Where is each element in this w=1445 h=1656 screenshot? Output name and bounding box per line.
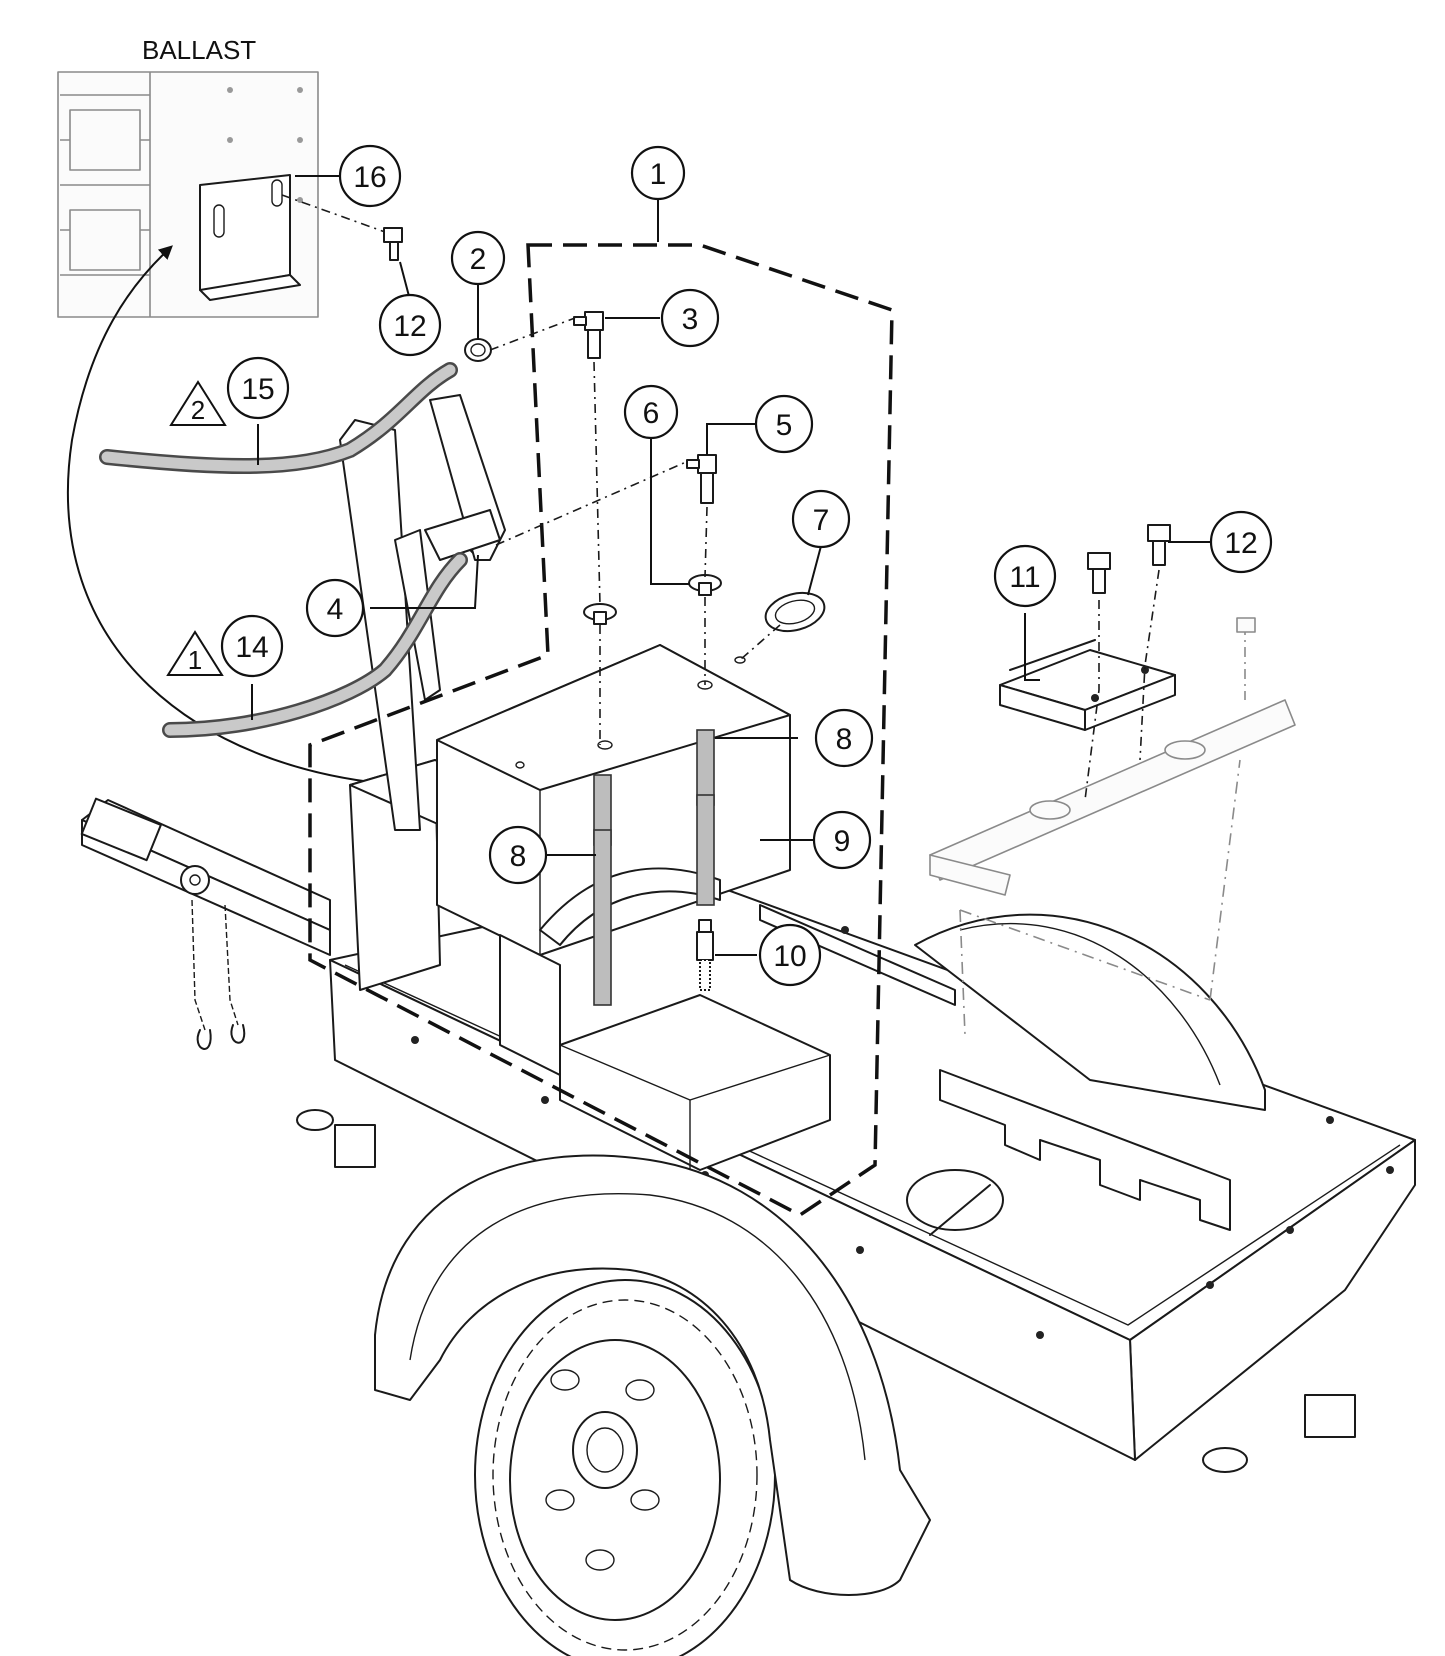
svg-text:15: 15 [241, 373, 274, 406]
rear-wheel [914, 913, 1266, 1111]
svg-text:14: 14 [235, 631, 268, 664]
bolt-parts-12 [1084, 524, 1171, 801]
assembly-leaders [489, 317, 781, 745]
callout-3: 3 [660, 288, 720, 348]
svg-text:16: 16 [353, 161, 386, 194]
callout-9: 9 [812, 810, 872, 870]
note-2-label: 2 [191, 395, 205, 425]
callout-10: 10 [758, 923, 822, 987]
fill-cap-part-7 [764, 591, 826, 633]
callout-2: 2 [450, 230, 506, 286]
trailer-tongue [80, 797, 331, 1050]
upright-stand [339, 394, 506, 831]
svg-text:4: 4 [327, 593, 344, 626]
hose-part-15 [99, 362, 458, 475]
mount-bracket-rail [939, 1069, 1231, 1231]
svg-text:2: 2 [470, 243, 487, 276]
bracket-part-16 [199, 174, 301, 301]
note-triangle-2: 2 [169, 380, 227, 426]
inset-title: BALLAST [142, 35, 256, 65]
svg-text:3: 3 [682, 303, 699, 336]
callout-4: 4 [305, 578, 365, 638]
kit-boundary-part-1 [308, 243, 894, 1218]
grommet-parts-6 [583, 574, 722, 625]
clamp-part-2 [464, 338, 492, 362]
svg-text:1: 1 [650, 158, 667, 191]
front-fender-wheel [374, 1154, 931, 1656]
callout-14: 14 [220, 614, 284, 678]
svg-text:8: 8 [836, 723, 853, 756]
callout-6: 6 [623, 384, 679, 440]
callout-5: 5 [754, 394, 814, 454]
svg-text:5: 5 [776, 409, 793, 442]
callout-11: 11 [993, 544, 1057, 608]
plate-part-11 [999, 639, 1176, 731]
ballast-inset: BALLAST [57, 35, 403, 318]
callout-8-lower: 8 [488, 825, 548, 885]
rod-parts-8 [593, 729, 715, 1006]
fitting-part-5 [686, 454, 717, 504]
svg-text:8: 8 [510, 840, 527, 873]
callout-15: 15 [226, 356, 290, 420]
svg-text:9: 9 [834, 825, 851, 858]
front-receiver [334, 1124, 376, 1168]
ghost-mount-plate [929, 617, 1296, 1036]
rivets [411, 926, 1394, 1339]
note-1-label: 1 [188, 645, 202, 675]
callout-12-right: 12 [1209, 510, 1273, 574]
pin-part-10 [696, 919, 714, 991]
fitting-part-3 [573, 311, 604, 359]
detail-arrow [66, 245, 401, 786]
side-rail [759, 904, 956, 1006]
svg-text:10: 10 [773, 940, 806, 973]
svg-text:12: 12 [393, 310, 426, 343]
callout-8-upper: 8 [814, 708, 874, 768]
bolt-inset-part-12 [281, 194, 403, 261]
callout-leaders [251, 175, 1210, 956]
note-triangle-1: 1 [166, 630, 224, 676]
hose-part-14 [162, 552, 468, 738]
svg-text:11: 11 [1009, 561, 1040, 594]
callout-1: 1 [630, 145, 686, 201]
access-hatch [906, 1169, 1004, 1231]
svg-text:6: 6 [643, 397, 660, 430]
rear-receiver [1304, 1394, 1356, 1438]
callout-12-inset: 12 [378, 293, 442, 357]
callout-16: 16 [338, 144, 402, 208]
svg-text:12: 12 [1224, 527, 1257, 560]
svg-text:7: 7 [813, 504, 830, 537]
callout-7: 7 [791, 489, 851, 549]
